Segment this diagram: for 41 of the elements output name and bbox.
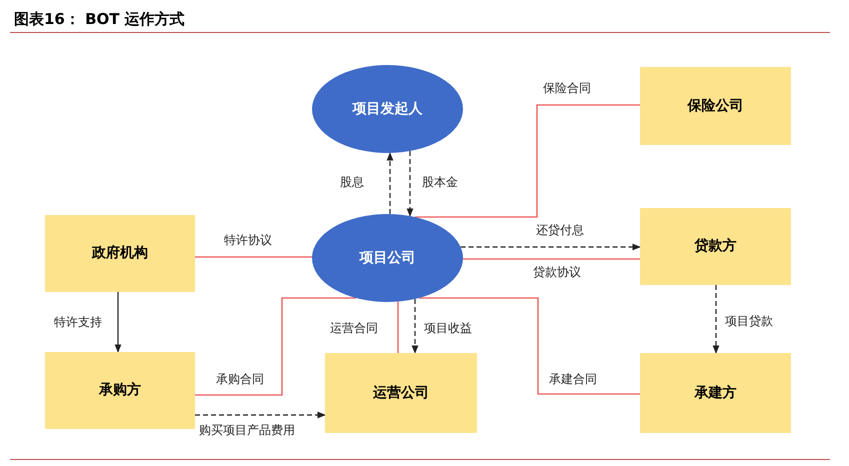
edge-label: 运营合同 <box>330 322 378 334</box>
dashed-arrow <box>386 152 394 214</box>
connector-line <box>418 297 640 395</box>
connector-line <box>195 297 356 396</box>
process-box <box>45 215 195 292</box>
edge-label: 特许支持 <box>54 316 102 328</box>
node-label: 承购方 <box>99 380 141 400</box>
edge-label: 保险合同 <box>543 82 591 94</box>
process-box <box>325 353 477 433</box>
process-box <box>45 352 195 429</box>
dashed-arrow <box>195 412 326 418</box>
edge-label: 项目贷款 <box>725 315 773 327</box>
node-label: 承建方 <box>694 384 736 402</box>
process-box <box>640 353 791 433</box>
node-label: 贷款方 <box>694 236 736 256</box>
edge-label: 承建合同 <box>549 373 597 385</box>
node-label: 政府机构 <box>92 244 148 263</box>
arrow <box>114 292 122 353</box>
process-box <box>640 67 791 145</box>
connector-line <box>462 258 640 260</box>
connector-line <box>195 256 312 258</box>
edge-label: 股息 <box>340 176 364 188</box>
dashed-arrow <box>712 285 720 354</box>
edge-label: 承购合同 <box>216 373 264 385</box>
dashed-arrow <box>412 298 418 354</box>
connector-line <box>397 302 399 353</box>
process-box <box>640 208 791 285</box>
dashed-arrow <box>406 151 414 217</box>
connector-line <box>414 104 640 218</box>
node-label: 运营公司 <box>373 384 429 402</box>
node-label: 保险公司 <box>688 96 744 116</box>
edge-label: 购买项目产品费用 <box>199 424 295 436</box>
edge-label: 特许协议 <box>224 234 272 246</box>
node-label: 项目发起人 <box>352 100 422 118</box>
edge-label: 还贷付息 <box>536 224 584 236</box>
edge-label: 项目收益 <box>424 322 472 334</box>
edge-label: 股本金 <box>422 176 458 188</box>
dashed-arrow <box>460 244 641 250</box>
edge-label: 贷款协议 <box>533 266 581 278</box>
node-label: 项目公司 <box>360 248 416 268</box>
figure-title: 图表16： BOT 运作方式 <box>14 9 185 30</box>
